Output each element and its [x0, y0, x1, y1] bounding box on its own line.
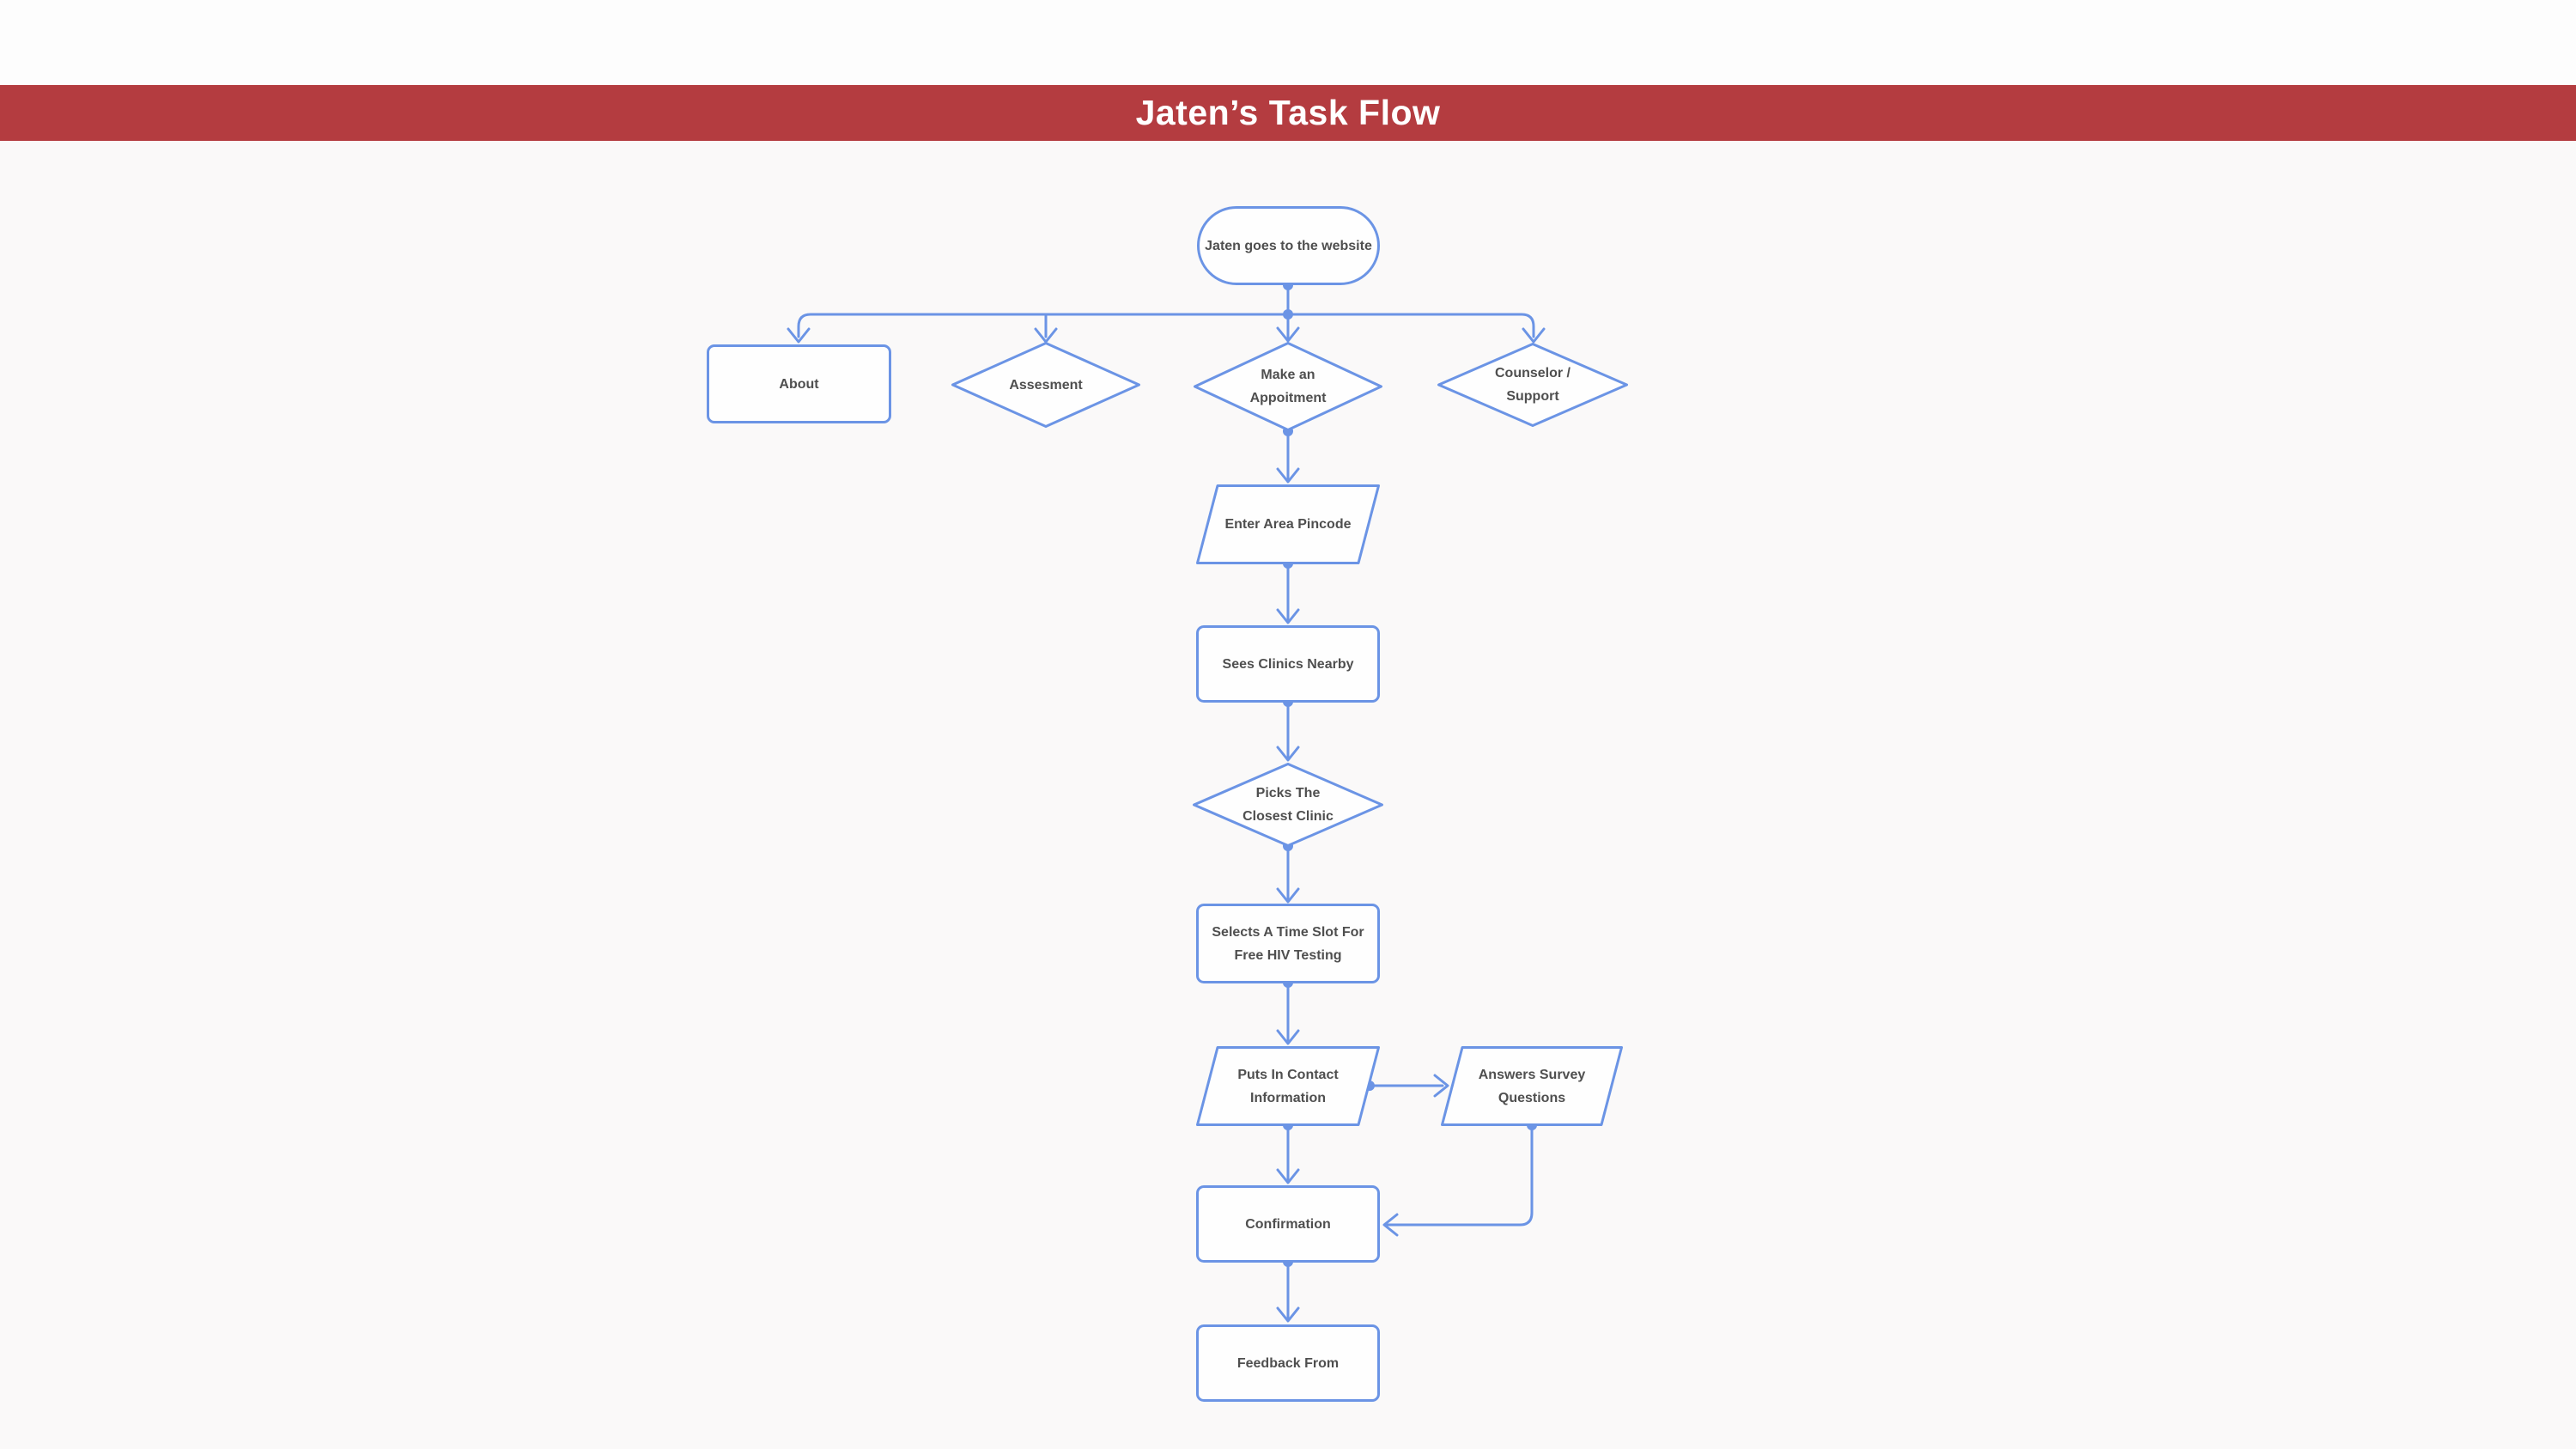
arrowhead-about	[787, 327, 811, 344]
diamond-shape	[1437, 343, 1628, 427]
flow-node-confirmation-label: Confirmation	[1245, 1216, 1331, 1232]
flow-node-timeslot: Selects A Time Slot For Free HIV Testing	[1196, 904, 1380, 983]
flow-node-about-label: About	[779, 376, 819, 392]
flow-node-counselor: Counselor / Support	[1437, 343, 1628, 427]
flow-node-contact-info-label: Puts In Contact Information	[1237, 1067, 1339, 1105]
flow-node-confirmation: Confirmation	[1196, 1185, 1380, 1263]
arrowhead-closest	[1276, 746, 1300, 762]
arrowhead-contact	[1276, 1029, 1300, 1045]
connection-dot	[1283, 309, 1293, 320]
flow-node-clinics: Sees Clinics Nearby	[1196, 625, 1380, 703]
flow-node-counselor-label: Counselor / Support	[1494, 366, 1571, 404]
arrowhead-counselor	[1522, 327, 1546, 344]
flow-node-feedback: Feedback From	[1196, 1324, 1380, 1402]
edge-survey-confirmation	[1386, 1123, 1534, 1227]
arrowhead-confirmation	[1276, 1168, 1300, 1184]
arrowhead-make-appointment	[1276, 326, 1300, 343]
arrowhead-timeslot	[1276, 887, 1300, 904]
flow-node-pincode-label: Enter Area Pincode	[1224, 517, 1352, 532]
flow-node-pincode: Enter Area Pincode	[1196, 484, 1380, 564]
top-strip	[0, 0, 2576, 85]
branch-horizontal	[797, 313, 1535, 338]
diamond-shape	[1193, 763, 1383, 847]
page-title: Jaten’s Task Flow	[1135, 93, 1441, 132]
arrowhead-assesment	[1034, 327, 1058, 344]
arrowhead-pincode	[1276, 467, 1300, 484]
parallelogram-shape	[1196, 484, 1380, 564]
parallelogram-shape	[1441, 1046, 1623, 1126]
flow-node-make-appointment-label: Make an Appoitment	[1249, 368, 1327, 405]
flow-node-closest-clinic: Picks The Closest Clinic	[1193, 763, 1383, 847]
flow-node-make-appointment: Make an Appoitment	[1194, 342, 1382, 431]
flow-node-closest-clinic-label: Picks The Closest Clinic	[1242, 786, 1334, 824]
flow-node-start-label: Jaten goes to the website	[1205, 238, 1372, 253]
diamond-shape	[951, 342, 1140, 428]
flow-node-feedback-label: Feedback From	[1236, 1355, 1340, 1371]
flow-node-survey-label: Answers Survey Questions	[1478, 1067, 1586, 1105]
flow-node-assesment: Assesment	[951, 342, 1140, 428]
flow-node-contact-info: Puts In Contact Information	[1196, 1046, 1380, 1126]
flow-node-clinics-label: Sees Clinics Nearby	[1222, 656, 1354, 672]
flow-node-assesment-label: Assesment	[1009, 377, 1083, 393]
arrowhead-confirmation-side	[1382, 1213, 1399, 1237]
flow-node-survey: Answers Survey Questions	[1441, 1046, 1623, 1126]
flow-node-timeslot-label: Selects A Time Slot For Free HIV Testing	[1212, 924, 1364, 963]
diamond-shape	[1194, 342, 1382, 431]
title-banner: Jaten’s Task Flow	[0, 85, 2576, 141]
parallelogram-shape	[1196, 1046, 1380, 1126]
flow-node-about: About	[707, 344, 891, 423]
flow-node-start: Jaten goes to the website	[1197, 206, 1380, 285]
arrowhead-feedback	[1276, 1306, 1300, 1323]
arrowhead-clinics	[1276, 608, 1300, 624]
